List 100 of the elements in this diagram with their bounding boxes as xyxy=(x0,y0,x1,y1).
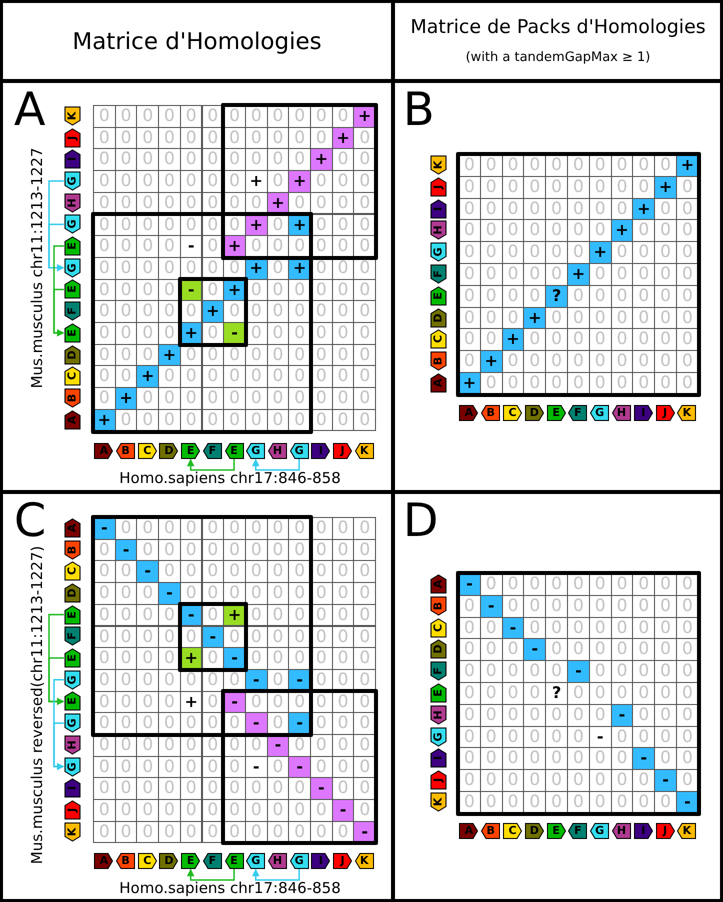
gene-block: D xyxy=(159,853,178,869)
matrix-value: ? xyxy=(545,284,568,308)
gene-block: A xyxy=(430,373,446,392)
gene-block: B xyxy=(430,596,446,616)
matrix-value: - xyxy=(332,799,354,822)
matrix-value: - xyxy=(136,560,160,584)
panel-letter: B xyxy=(403,86,435,132)
matrix-value: + xyxy=(654,176,677,199)
gene-block: E xyxy=(546,405,566,421)
matrix-value: + xyxy=(114,387,138,410)
matrix-value: - xyxy=(114,538,138,562)
gene-block: D xyxy=(430,640,446,659)
matrix-value: 0 xyxy=(180,820,202,844)
matrix-value: - xyxy=(632,747,656,770)
matrix-value: - xyxy=(310,777,333,800)
gene-block: I xyxy=(311,853,330,869)
gene-block: K xyxy=(677,405,696,421)
gene-block: A xyxy=(94,443,114,459)
matrix-value: - xyxy=(567,660,590,683)
gene-block: E xyxy=(64,692,80,711)
gene-block: K xyxy=(64,822,80,842)
gene-block: E xyxy=(224,853,244,869)
gene-block: I xyxy=(311,443,330,459)
gene-block: E xyxy=(224,443,244,459)
gene-block: A xyxy=(430,574,446,594)
gene-block: E xyxy=(64,280,80,299)
gene-block: K xyxy=(354,853,374,869)
matrix-value: + xyxy=(288,170,311,193)
matrix-value: 0 xyxy=(93,105,116,128)
gene-block: E xyxy=(64,323,80,342)
gene-block: E xyxy=(181,853,200,869)
gene-block: D xyxy=(159,443,178,459)
gene-block: F xyxy=(568,823,588,839)
gene-block: C xyxy=(64,562,80,581)
matrix-value: - xyxy=(502,616,524,640)
column-heading: Matrice de Packs d'Homologies xyxy=(410,17,706,38)
matrix-value: 0 xyxy=(353,517,376,540)
gene-block: D xyxy=(524,405,544,421)
gene-block: G xyxy=(64,214,80,234)
gene-block: J xyxy=(656,823,675,839)
matrix-value: + xyxy=(610,219,634,242)
matrix-value: - xyxy=(610,704,634,727)
gene-block: C xyxy=(64,366,80,386)
gene-block: I xyxy=(64,778,80,798)
gene-block: H xyxy=(268,443,287,459)
gene-block: G xyxy=(430,727,446,746)
gene-block: E xyxy=(181,443,200,459)
gene-block: J xyxy=(333,853,352,869)
gene-block: I xyxy=(430,199,446,218)
gene-block: D xyxy=(64,583,80,602)
connector-arrow xyxy=(252,868,300,881)
matrix-value: - xyxy=(158,582,181,605)
gene-block: F xyxy=(64,302,80,321)
panel-letter: C xyxy=(14,497,46,543)
gene-block: A xyxy=(64,518,80,538)
gene-block: H xyxy=(430,220,446,240)
gene-block: G xyxy=(64,670,80,690)
gene-block: C xyxy=(430,330,446,349)
gene-block: E xyxy=(546,823,566,839)
gene-block: G xyxy=(430,242,446,262)
gene-block: F xyxy=(202,443,222,459)
gene-block: F xyxy=(430,662,446,681)
gene-block: C xyxy=(138,853,157,869)
gene-block: K xyxy=(354,443,374,459)
gene-block: I xyxy=(430,748,446,768)
gene-block: B xyxy=(116,443,136,459)
gene-block: E xyxy=(64,648,80,668)
matrix-value: + xyxy=(588,241,612,264)
gene-block: G xyxy=(64,757,80,776)
matrix-value: + xyxy=(310,148,333,172)
axis-label: Mus.musculus chr11:1213-1227 xyxy=(28,148,46,388)
gene-block: J xyxy=(64,800,80,820)
gene-block: K xyxy=(430,792,446,812)
gene-block: H xyxy=(268,853,287,869)
connector-arrow xyxy=(48,224,64,272)
gene-block: H xyxy=(64,193,80,212)
gene-block: A xyxy=(64,410,80,430)
gene-block: G xyxy=(246,443,266,459)
gene-block: D xyxy=(64,345,80,364)
connector-arrow xyxy=(252,458,300,471)
gene-block: G xyxy=(590,823,610,839)
gene-block: C xyxy=(503,823,522,839)
matrix-value: + xyxy=(158,344,181,366)
matrix-value: - xyxy=(244,712,268,735)
gene-block: C xyxy=(138,443,157,459)
matrix-value: + xyxy=(523,306,546,330)
matrix-value: - xyxy=(288,756,311,778)
gene-block: G xyxy=(64,258,80,278)
connector-arrow xyxy=(186,458,235,471)
panel-letter: D xyxy=(403,497,438,543)
gene-block: F xyxy=(202,853,222,869)
panel-letter: A xyxy=(14,86,46,132)
gene-block: B xyxy=(430,352,446,371)
gene-block: K xyxy=(64,106,80,126)
matrix-value: + xyxy=(632,198,656,220)
gene-block: D xyxy=(524,823,544,839)
gene-block: G xyxy=(290,443,309,459)
gene-block: F xyxy=(64,626,80,646)
gene-block: G xyxy=(290,853,309,869)
gene-block: C xyxy=(430,618,446,637)
